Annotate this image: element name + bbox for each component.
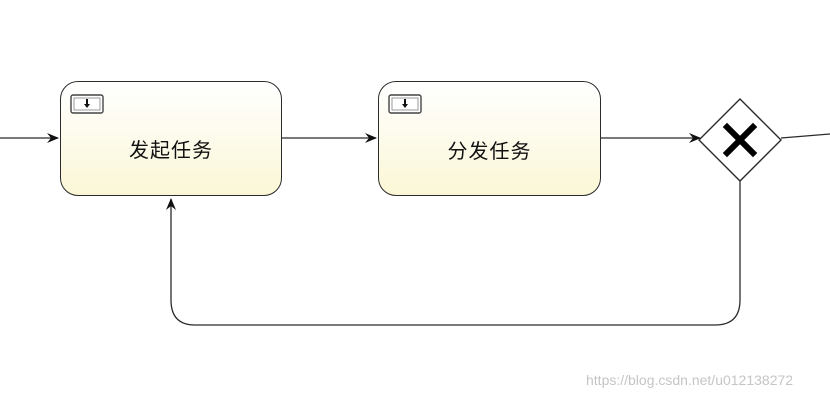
watermark: https://blog.csdn.net/u012138272 [586, 372, 794, 388]
task-node-distribute[interactable]: 分发任务 [378, 81, 601, 196]
task-node-launch[interactable]: 发起任务 [60, 81, 282, 196]
user-task-icon [388, 94, 422, 114]
x-gateway-icon [722, 122, 758, 158]
loop-back-flow[interactable] [166, 181, 741, 326]
outgoing-flow[interactable] [780, 133, 830, 139]
task-label: 发起任务 [129, 138, 213, 162]
exclusive-gateway[interactable] [698, 98, 782, 182]
task-label: 分发任务 [447, 139, 532, 163]
user-task-icon [70, 94, 104, 114]
